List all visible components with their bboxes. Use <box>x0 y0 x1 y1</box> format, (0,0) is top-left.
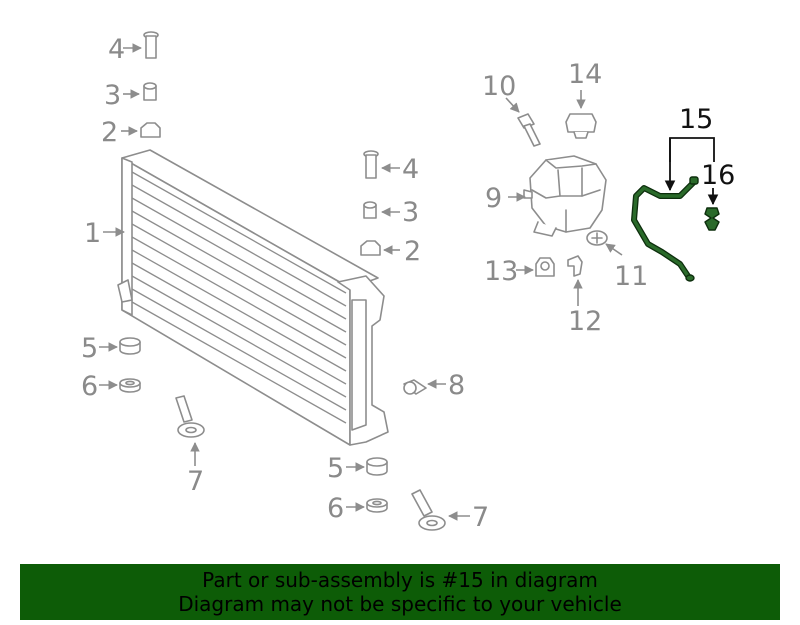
upper-nut-left[interactable] <box>140 122 161 138</box>
callout-9: 9 <box>485 183 502 214</box>
radiator[interactable] <box>117 149 389 446</box>
lower-bolt-right[interactable] <box>411 489 446 531</box>
reservoir-bracket[interactable] <box>567 255 583 277</box>
callout-2-right: 2 <box>404 236 421 267</box>
callout-13: 13 <box>484 256 518 287</box>
callout-3-right: 3 <box>402 197 419 228</box>
callout-4-right: 4 <box>402 154 419 185</box>
upper-spacer-left[interactable] <box>143 82 157 101</box>
banner-line-2: Diagram may not be specific to your vehi… <box>178 592 622 616</box>
lower-grommet-left[interactable] <box>119 337 141 355</box>
coolant-reservoir[interactable] <box>523 155 607 237</box>
info-banner: Part or sub-assembly is #15 in diagram D… <box>20 564 780 620</box>
callout-12: 12 <box>568 306 602 337</box>
upper-nut-right[interactable] <box>360 240 381 256</box>
callout-6-left: 6 <box>81 371 98 402</box>
banner-line-1: Part or sub-assembly is #15 in diagram <box>202 568 598 592</box>
callout-2-left: 2 <box>101 117 118 148</box>
callout-10: 10 <box>482 71 516 102</box>
reservoir-cap[interactable] <box>565 113 597 139</box>
upper-bolt-left[interactable] <box>143 31 159 59</box>
callout-5-left: 5 <box>81 333 98 364</box>
reservoir-bolt[interactable] <box>517 113 541 147</box>
callout-6-right: 6 <box>327 493 344 524</box>
upper-bolt-right[interactable] <box>363 150 379 179</box>
callout-3-left: 3 <box>104 80 121 111</box>
callout-8: 8 <box>448 370 465 401</box>
callout-15: 15 <box>679 104 713 135</box>
side-insulator[interactable] <box>403 379 427 395</box>
parts-diagram: 4 3 2 1 4 3 2 5 6 7 <box>81 31 735 533</box>
lower-washer-left[interactable] <box>119 378 141 393</box>
upper-spacer-right[interactable] <box>363 201 377 219</box>
coolant-hose[interactable] <box>631 176 699 282</box>
callout-14: 14 <box>568 59 602 90</box>
callout-4-left: 4 <box>108 34 125 65</box>
callout-1: 1 <box>84 218 101 249</box>
lower-bolt-left[interactable] <box>175 395 205 438</box>
callout-7-right: 7 <box>472 502 489 533</box>
lower-washer-right[interactable] <box>366 498 388 513</box>
hose-connector[interactable] <box>704 207 720 231</box>
lower-grommet-right[interactable] <box>366 457 388 476</box>
reservoir-clip[interactable] <box>586 230 608 246</box>
callout-7-left: 7 <box>187 466 204 497</box>
callout-16: 16 <box>701 160 735 191</box>
reservoir-nut[interactable] <box>535 257 555 277</box>
callout-11: 11 <box>614 261 648 292</box>
callout-5-right: 5 <box>327 453 344 484</box>
